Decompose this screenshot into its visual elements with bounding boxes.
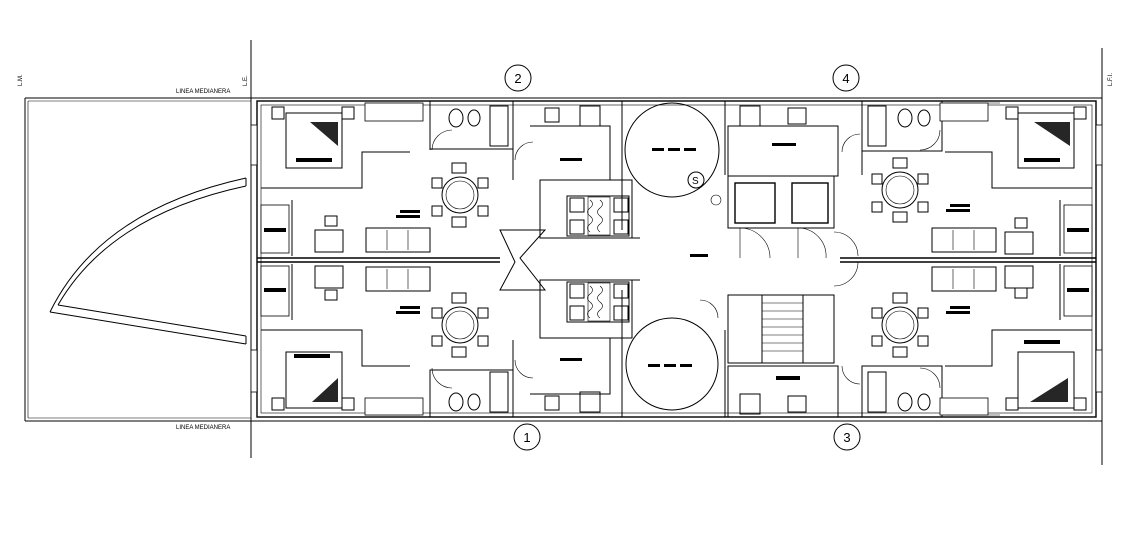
living-furniture <box>314 204 1034 314</box>
circular-rooms: S <box>624 102 722 411</box>
medianera-top-label: LINEA MEDIANERA <box>176 89 230 95</box>
stairs <box>727 294 835 380</box>
unit-callout-2: 2 <box>504 64 532 92</box>
kitchens <box>544 105 807 415</box>
unit-number-3: 3 <box>843 430 850 445</box>
medianera-bottom-label: LINEA MEDIANERA <box>176 425 230 431</box>
shaft-symbol <box>687 171 705 189</box>
doors <box>431 129 941 389</box>
building-walls <box>250 100 1103 418</box>
unit-number-1: 1 <box>523 430 530 445</box>
unit-number-2: 2 <box>514 71 521 86</box>
reference-labels: L.M. L.E. L.F.I. LINEA MEDIANERA LINEA M… <box>18 73 1114 431</box>
beds <box>271 106 1087 411</box>
unit-callout-1: 1 <box>513 423 541 451</box>
unit-callout-4: 4 <box>832 64 860 92</box>
dining-tables <box>431 157 929 358</box>
unit-callouts: 2 4 1 3 <box>504 64 861 451</box>
unit-number-4: 4 <box>842 71 849 86</box>
shaft-label: S <box>692 176 699 187</box>
elevators <box>727 175 859 287</box>
central-hall <box>499 229 708 291</box>
le-label: L.E. <box>243 75 249 86</box>
yard-gate <box>49 177 247 345</box>
lfi-label: L.F.I. <box>1108 73 1114 86</box>
unit-callout-3: 3 <box>833 423 861 451</box>
lm-label: L.M. <box>18 74 24 86</box>
bathrooms <box>448 105 931 413</box>
property-lines <box>24 40 1103 465</box>
